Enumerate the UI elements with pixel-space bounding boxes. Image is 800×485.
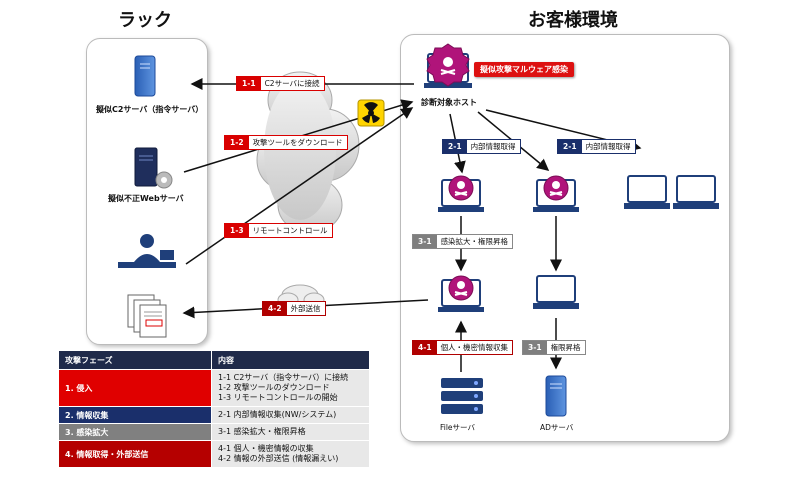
operator-icon [118, 234, 176, 268]
table-row: 1. 侵入 1-1 C2サーバ（指令サーバ）に接続 1-2 攻撃ツールのダウンロ… [58, 369, 370, 407]
content-cell: 1-1 C2サーバ（指令サーバ）に接続 1-2 攻撃ツールのダウンロード 1-3… [211, 369, 370, 407]
web-server-gear-icon [134, 147, 173, 189]
infected-laptop-2-icon [533, 175, 579, 212]
content-line: 1-1 C2サーバ（指令サーバ）に接続 [218, 373, 349, 382]
content-line: 4-2 情報の外部送信 (情報漏えい) [218, 454, 339, 463]
laptop-5-icon [533, 275, 579, 309]
laptop-4-icon [673, 175, 719, 209]
target-host-label: 診断対象ホスト [421, 98, 477, 107]
content-line: 1-3 リモートコントロールの開始 [218, 393, 338, 402]
documents-icon [127, 294, 167, 338]
ad-server-label: ADサーバ [540, 423, 574, 432]
phase-cell: 1. 侵入 [58, 369, 212, 407]
content-line: 2-1 内部情報収集(NW/システム) [218, 410, 337, 419]
c2-server-label: 擬似C2サーバ（指令サーバ） [96, 105, 204, 114]
table-row: 3. 感染拡大 3-1 感染拡大・権限昇格 [58, 423, 370, 441]
c2-server-icon [134, 55, 156, 97]
ad-server-icon [545, 375, 567, 417]
table-header-content: 内容 [211, 350, 370, 370]
table-row: 2. 情報収集 2-1 内部情報収集(NW/システム) [58, 406, 370, 424]
rack-title: ラック [118, 10, 172, 31]
phase-cell: 3. 感染拡大 [58, 423, 212, 441]
content-cell: 2-1 内部情報収集(NW/システム) [211, 406, 370, 424]
web-server-label: 擬似不正Webサーバ [108, 194, 184, 203]
table-row: 4. 情報取得・外部送信 4-1 個人・機密情報の収集 4-2 情報の外部送信 … [58, 440, 370, 468]
content-line: 4-1 個人・機密情報の収集 [218, 444, 314, 453]
infected-laptop-1-icon [438, 175, 484, 212]
radiation-icon [357, 99, 385, 127]
phase-cell: 2. 情報収集 [58, 406, 212, 424]
content-cell: 4-1 個人・機密情報の収集 4-2 情報の外部送信 (情報漏えい) [211, 440, 370, 468]
content-cell: 3-1 感染拡大・権限昇格 [211, 423, 370, 441]
attack-phase-table: 攻撃フェーズ 内容 1. 侵入 1-1 C2サーバ（指令サーバ）に接続 1-2 … [58, 350, 370, 468]
table-header-row: 攻撃フェーズ 内容 [58, 350, 370, 370]
phase-cell: 4. 情報取得・外部送信 [58, 440, 212, 468]
content-line: 1-2 攻撃ツールのダウンロード [218, 383, 330, 392]
laptop-3-icon [624, 175, 670, 209]
table-header-phase: 攻撃フェーズ [58, 350, 212, 370]
infected-target-laptop-icon [424, 43, 472, 88]
file-server-icon [441, 378, 483, 414]
content-line: 3-1 感染拡大・権限昇格 [218, 427, 306, 436]
file-server-label: Fileサーバ [440, 423, 475, 432]
internet-cloud-icon [256, 71, 360, 234]
infected-laptop-3-icon [438, 275, 484, 312]
malware-infection-badge: 擬似攻撃マルウェア感染 [474, 62, 574, 77]
customer-title: お客様環境 [528, 10, 618, 31]
customer-panel [400, 34, 730, 442]
